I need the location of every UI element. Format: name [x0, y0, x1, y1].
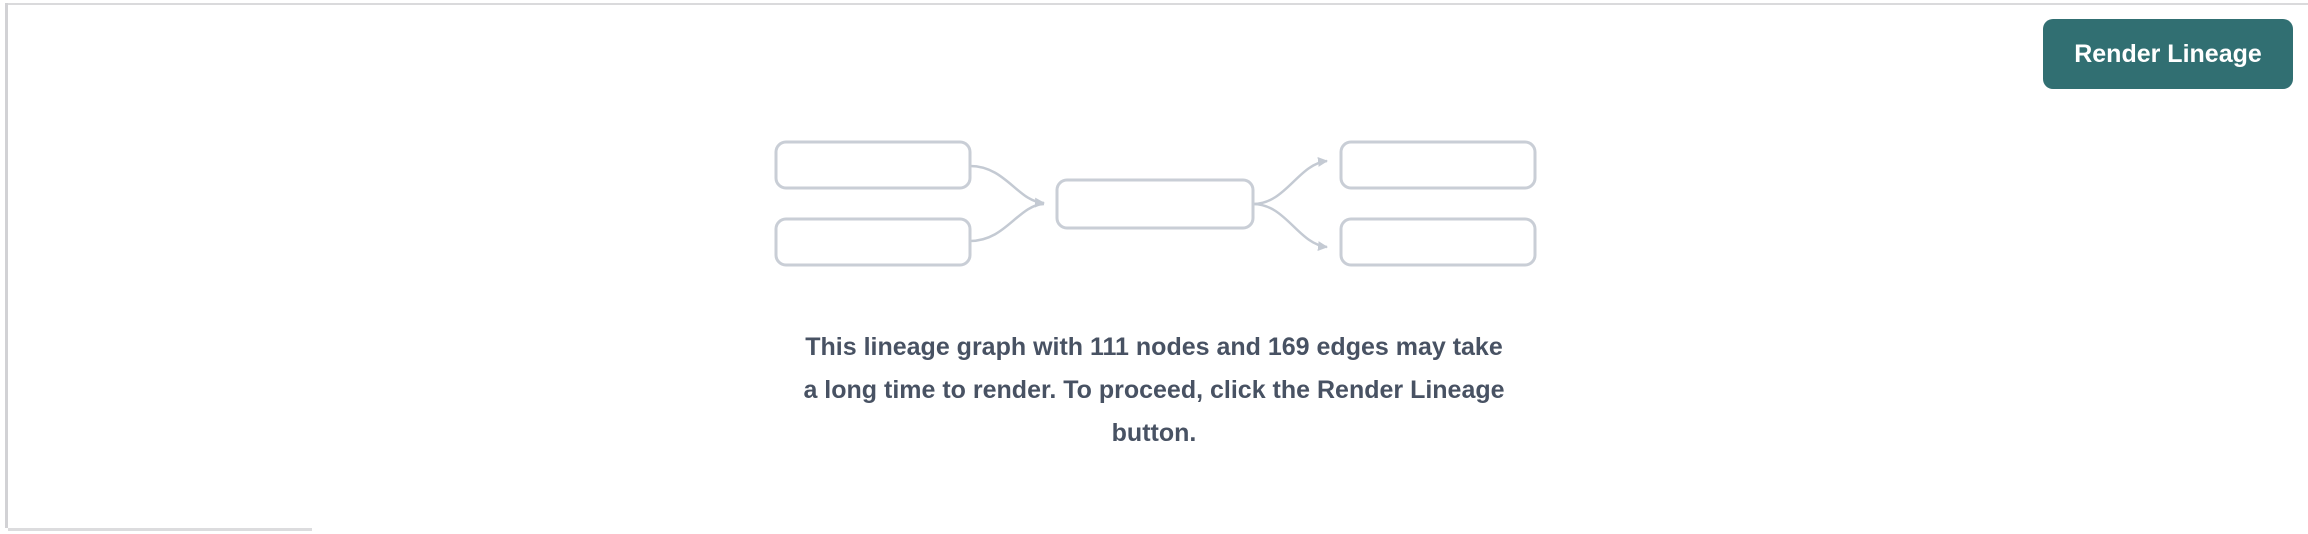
graph-node-box: [1339, 140, 1537, 190]
graph-edge: [969, 202, 1045, 243]
graph-node-box: [1339, 217, 1537, 267]
panel-left-divider: [5, 3, 8, 528]
render-warning-message: This lineage graph with 111 nodes and 16…: [654, 326, 1654, 455]
message-line: a long time to render. To proceed, click…: [803, 376, 1505, 404]
panel-top-divider: [6, 3, 2308, 5]
graph-edge: [969, 164, 1045, 208]
graph-node-box: [774, 217, 972, 267]
lineage-graph-illustration: [774, 140, 1537, 267]
message-line: This lineage graph with 111 nodes and 16…: [805, 333, 1503, 361]
render-lineage-button[interactable]: Render Lineage: [2043, 19, 2293, 89]
graph-edge: [1252, 156, 1328, 206]
graph-edge: [1252, 202, 1328, 252]
message-line: button.: [1111, 419, 1197, 447]
panel-bottom-divider: [8, 528, 312, 531]
graph-node-box: [1055, 178, 1255, 230]
graph-node-box: [774, 140, 972, 190]
